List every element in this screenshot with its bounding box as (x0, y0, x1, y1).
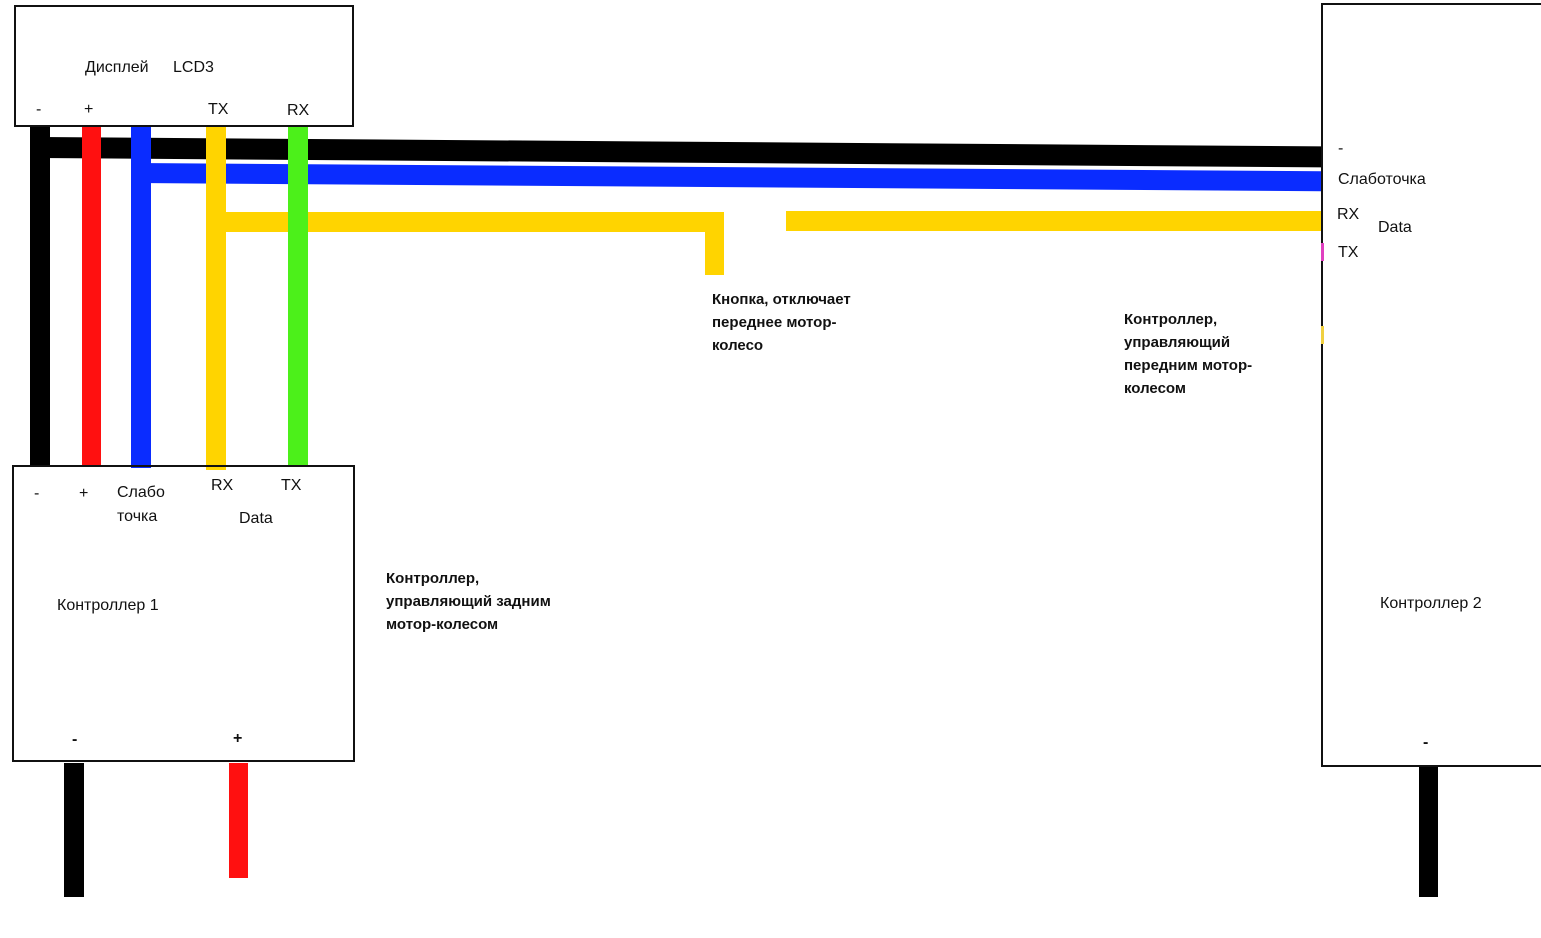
ctrl1-pin-tx: TX (281, 477, 302, 494)
ctrl1-pin-rx: RX (211, 477, 234, 494)
ctrl1-power-minus: - (72, 731, 78, 748)
note-line: переднее мотор- (712, 314, 837, 331)
ctrl2-title: Контроллер 2 (1380, 595, 1482, 612)
note-line: колесо (712, 337, 764, 354)
ctrl2-pin-tx: TX (1338, 244, 1359, 261)
ctrl1-pin-plus: + (79, 485, 89, 502)
button-note: Кнопка, отключает переднее мотор- колесо (712, 288, 851, 357)
ctrl1-plus-power-wire (229, 763, 248, 878)
ctrl1-data-label: Data (239, 510, 273, 527)
ctrl2-pin-marker-pink (1321, 243, 1324, 261)
ctrl2-pin-signal: Слаботочка (1338, 171, 1426, 188)
ctrl2-data-label: Data (1378, 219, 1412, 236)
ctrl1-title: Контроллер 1 (57, 597, 159, 614)
note-line: Контроллер, (386, 570, 480, 587)
data-wire-horizontal-left (208, 212, 724, 232)
note-line: передним мотор- (1124, 357, 1253, 374)
display-model: LCD3 (173, 59, 214, 76)
data-wire-horizontal-right (786, 211, 1321, 231)
display-pin-plus: + (84, 101, 94, 118)
ctrl2-power-minus: - (1423, 734, 1429, 751)
note-line: управляющий задним (386, 593, 551, 610)
controller2-box (1321, 3, 1541, 767)
note-line: управляющий (1124, 334, 1231, 351)
ctrl2-pin-marker-yellow (1321, 326, 1324, 344)
signal-wire-vertical (131, 126, 151, 468)
ctrl2-pin-minus: - (1338, 140, 1344, 157)
ctrl1-pin-minus: - (34, 485, 40, 502)
ctrl2-pin-rx: RX (1337, 206, 1360, 223)
signal-wire-horizontal (135, 163, 1322, 192)
plus-wire (82, 126, 101, 466)
controller1-box (12, 465, 355, 762)
note-line: колесом (1124, 380, 1186, 397)
note-line: Контроллер, (1124, 311, 1218, 328)
display-box (14, 5, 354, 127)
display-title: Дисплей (85, 59, 149, 76)
ctrl1-minus-power-wire (64, 763, 84, 897)
button-stub (705, 212, 724, 275)
ctrl2-note: Контроллер, управляющий передним мотор- … (1124, 308, 1252, 400)
display-pin-tx: TX (208, 101, 229, 118)
note-line: мотор-колесом (386, 616, 499, 633)
ctrl1-pin-signal-1: Слабо (117, 484, 165, 501)
ctrl1-note: Контроллер, управляющий задним мотор-кол… (386, 567, 551, 636)
data-wire-vertical (206, 126, 226, 470)
ctrl1-power-plus: + (233, 730, 243, 747)
note-line: Кнопка, отключает (712, 291, 851, 308)
rx-wire (288, 126, 308, 466)
display-pin-minus: - (36, 101, 42, 118)
ground-wire-vertical (30, 126, 50, 467)
display-pin-rx: RX (287, 102, 310, 119)
ctrl1-pin-signal-2: точка (117, 508, 158, 525)
ctrl2-minus-power-wire (1419, 766, 1438, 897)
